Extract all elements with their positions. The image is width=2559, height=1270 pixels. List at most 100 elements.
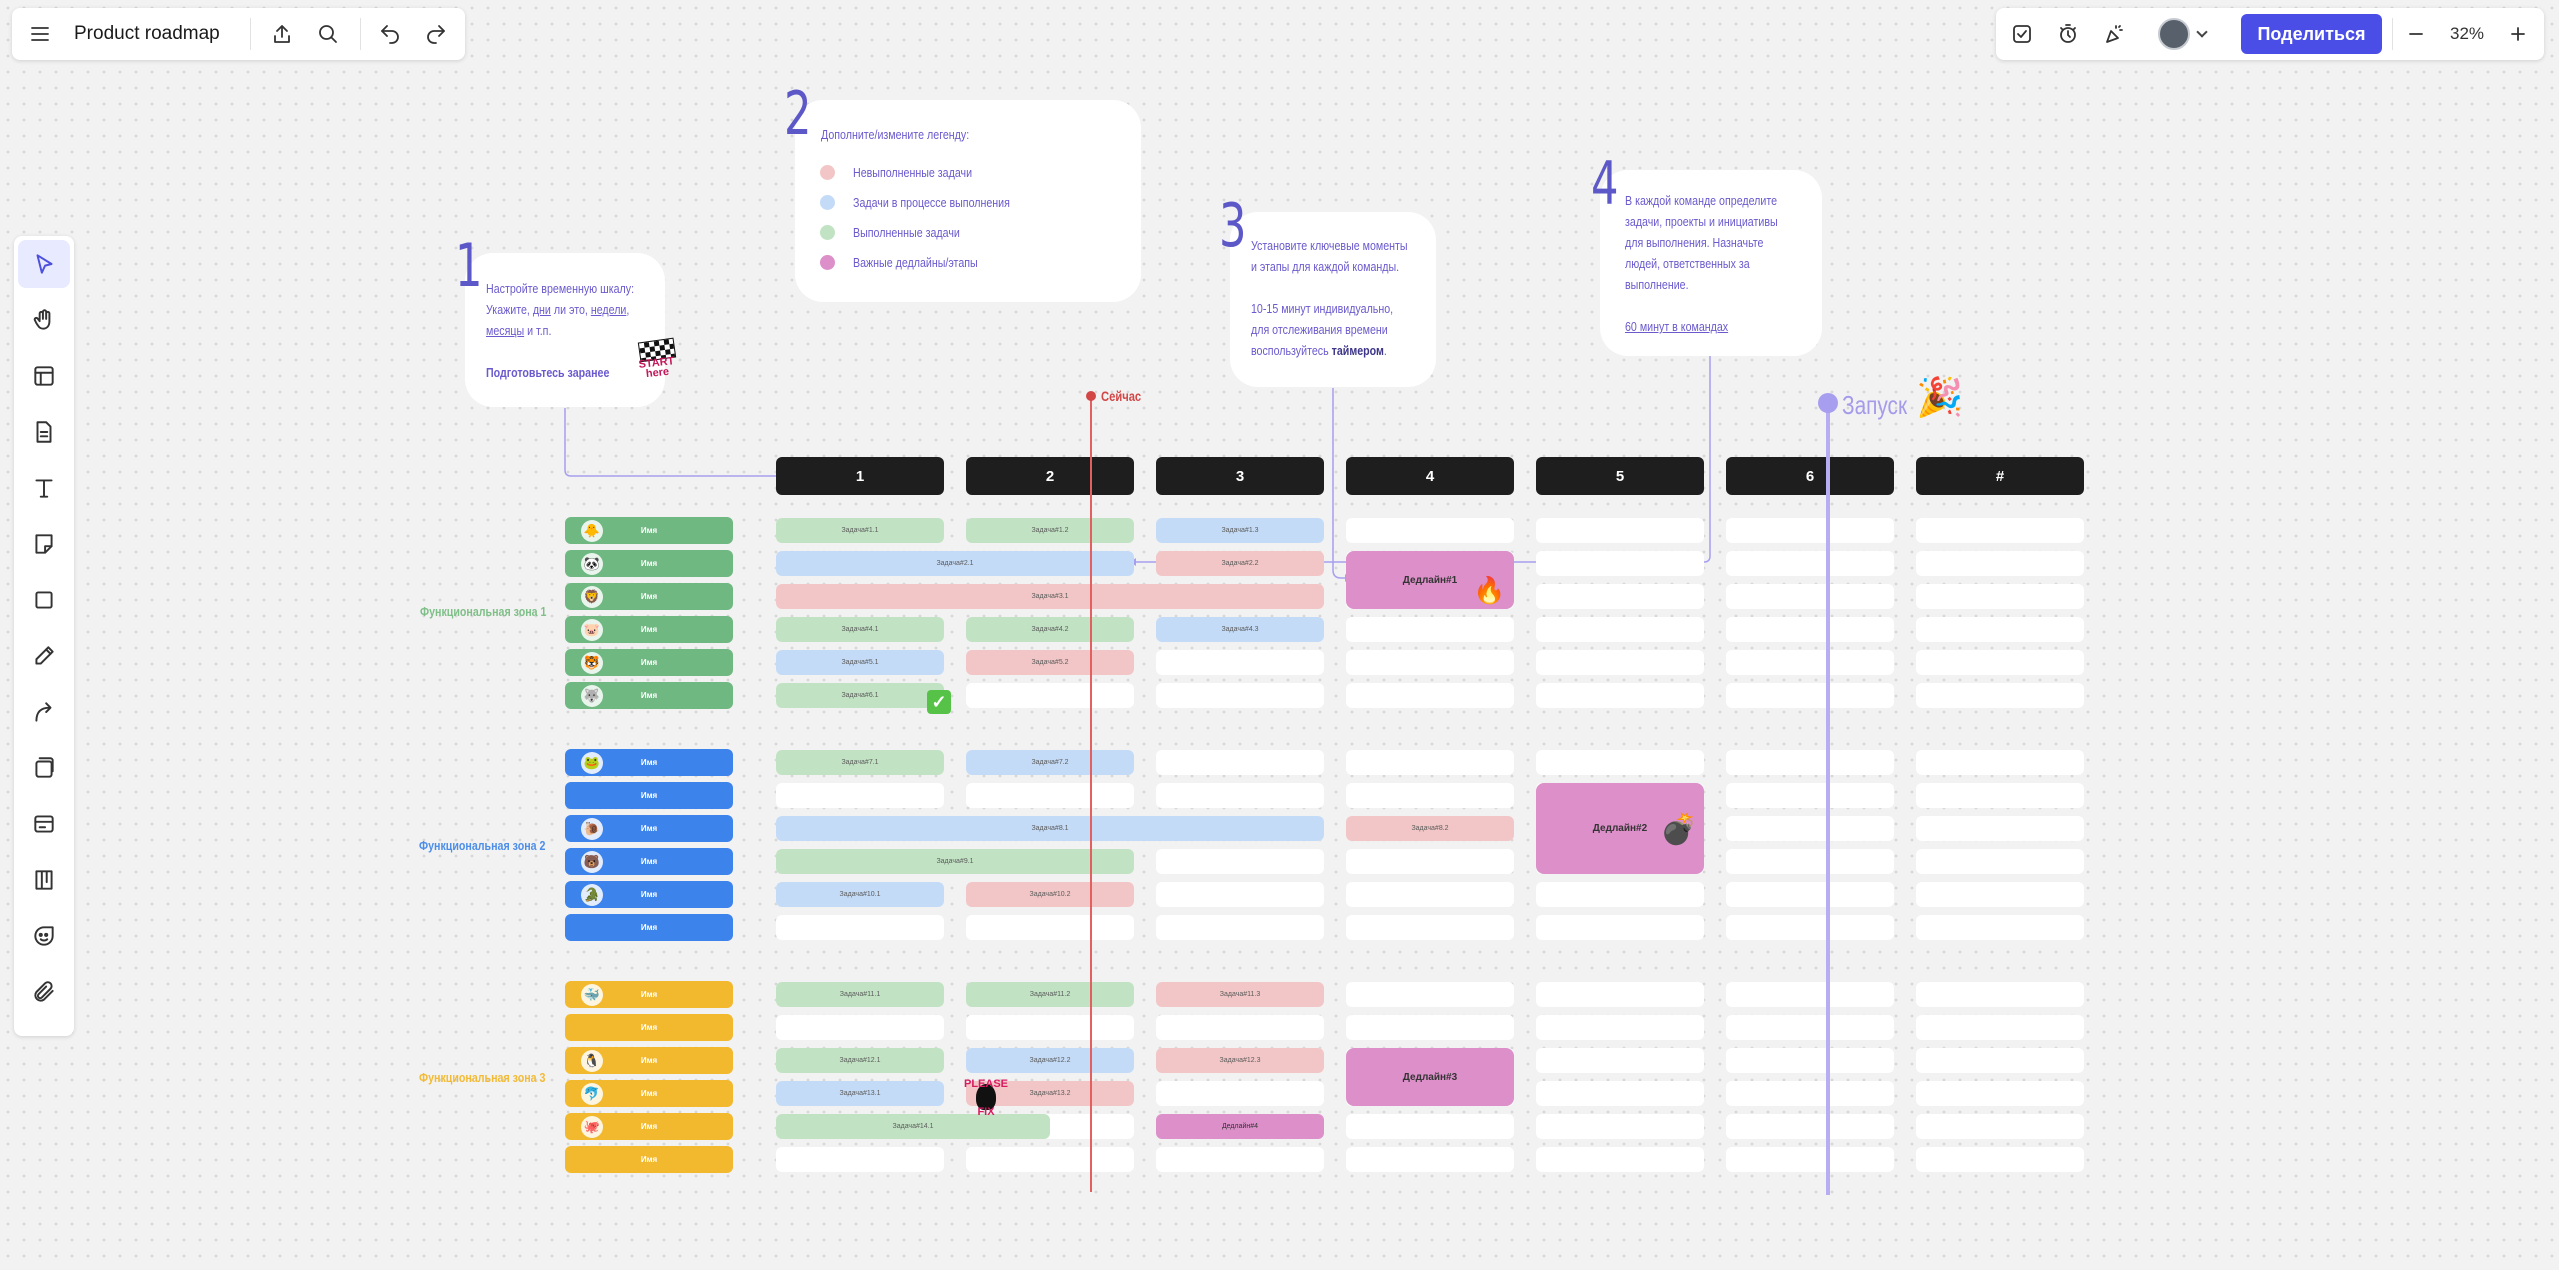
grid-cell[interactable] — [776, 783, 944, 808]
task-bar[interactable]: Задача#11.1 — [776, 982, 944, 1007]
task-bar[interactable]: Задача#11.2 — [966, 982, 1134, 1007]
grid-cell[interactable] — [1726, 617, 1894, 642]
column-header-4[interactable]: 4 — [1346, 457, 1514, 495]
frame-icon[interactable] — [18, 744, 70, 792]
grid-cell[interactable] — [1156, 650, 1324, 675]
task-bar[interactable]: Задача#5.1 — [776, 650, 944, 675]
task-bar[interactable]: Задача#4.1 — [776, 617, 944, 642]
task-bar[interactable]: Задача#7.2 — [966, 750, 1134, 775]
document-icon[interactable] — [18, 408, 70, 456]
grid-cell[interactable] — [1916, 518, 2084, 543]
task-bar[interactable]: Задача#10.2 — [966, 882, 1134, 907]
board-title[interactable]: Product roadmap — [74, 23, 220, 44]
grid-cell[interactable] — [1916, 849, 2084, 874]
sticker-icon[interactable] — [18, 912, 70, 960]
search-icon[interactable] — [310, 16, 346, 52]
task-bar[interactable]: Задача#4.3 — [1156, 617, 1324, 642]
grid-cell[interactable] — [1726, 750, 1894, 775]
grid-cell[interactable] — [1536, 683, 1704, 708]
grid-cell[interactable] — [776, 1015, 944, 1040]
attachment-icon[interactable] — [18, 968, 70, 1016]
grid-cell[interactable] — [1536, 1015, 1704, 1040]
grid-cell[interactable] — [1726, 915, 1894, 940]
grid-cell[interactable] — [1346, 617, 1514, 642]
grid-cell[interactable] — [966, 915, 1134, 940]
grid-cell[interactable] — [1916, 551, 2084, 576]
task-bar[interactable]: Задача#1.2 — [966, 518, 1134, 543]
grid-cell[interactable] — [1726, 1081, 1894, 1106]
grid-cell[interactable] — [1346, 882, 1514, 907]
grid-cell[interactable] — [1916, 915, 2084, 940]
person-row[interactable]: Имя — [565, 1014, 733, 1041]
grid-cell[interactable] — [1916, 1048, 2084, 1073]
grid-cell[interactable] — [1916, 584, 2084, 609]
grid-cell[interactable] — [1726, 1114, 1894, 1139]
grid-cell[interactable] — [1916, 750, 2084, 775]
deadline-card[interactable]: Дедлайн#1 — [1346, 551, 1514, 609]
deadline-bar[interactable]: Дедлайн#4 — [1156, 1114, 1324, 1139]
person-row[interactable]: 🐊Имя — [565, 881, 733, 908]
task-bar[interactable]: Задача#10.1 — [776, 882, 944, 907]
grid-cell[interactable] — [1346, 750, 1514, 775]
grid-cell[interactable] — [776, 1147, 944, 1172]
grid-cell[interactable] — [1346, 783, 1514, 808]
task-bar[interactable]: Задача#6.1 — [776, 683, 944, 708]
person-row[interactable]: 🐧Имя — [565, 1047, 733, 1074]
grid-cell[interactable] — [1916, 1114, 2084, 1139]
task-bar[interactable]: Задача#14.1 — [776, 1114, 1050, 1139]
task-bar[interactable]: Задача#3.1 — [776, 584, 1324, 609]
column-header-7[interactable]: # — [1916, 457, 2084, 495]
card-4-link[interactable]: 60 минут в командах — [1625, 319, 1729, 334]
task-bar[interactable]: Задача#1.3 — [1156, 518, 1324, 543]
grid-cell[interactable] — [1916, 683, 2084, 708]
avatar-menu[interactable] — [2158, 18, 2226, 50]
menu-icon[interactable] — [22, 16, 58, 52]
zoom-level[interactable]: 32% — [2449, 24, 2485, 43]
task-bar[interactable]: Задача#5.2 — [966, 650, 1134, 675]
grid-cell[interactable] — [1536, 518, 1704, 543]
task-bar[interactable]: Задача#8.1 — [776, 816, 1324, 841]
person-row[interactable]: 🐼Имя — [565, 550, 733, 577]
grid-cell[interactable] — [966, 683, 1134, 708]
person-row[interactable]: 🦁Имя — [565, 583, 733, 610]
instruction-card-3[interactable] — [1230, 212, 1436, 387]
task-bar[interactable]: Задача#9.1 — [776, 849, 1134, 874]
grid-cell[interactable] — [1536, 1147, 1704, 1172]
grid-cell[interactable] — [1726, 882, 1894, 907]
grid-cell[interactable] — [1536, 584, 1704, 609]
sticky-note-icon[interactable] — [18, 520, 70, 568]
person-row[interactable]: 🐥Имя — [565, 517, 733, 544]
grid-cell[interactable] — [966, 1147, 1134, 1172]
deadline-card[interactable]: Дедлайн#2 — [1536, 783, 1704, 874]
card-icon[interactable] — [18, 800, 70, 848]
zoom-in-icon[interactable] — [2500, 16, 2536, 52]
grid-cell[interactable] — [1916, 882, 2084, 907]
timer-icon[interactable] — [2050, 16, 2086, 52]
grid-cell[interactable] — [1916, 982, 2084, 1007]
grid-cell[interactable] — [1916, 1081, 2084, 1106]
instruction-card-2[interactable] — [795, 100, 1141, 302]
task-bar[interactable]: Задача#11.3 — [1156, 982, 1324, 1007]
grid-cell[interactable] — [1916, 1147, 2084, 1172]
person-row[interactable]: 🐸Имя — [565, 749, 733, 776]
grid-cell[interactable] — [1156, 1081, 1324, 1106]
text-icon[interactable] — [18, 464, 70, 512]
person-row[interactable]: Имя — [565, 914, 733, 941]
grid-cell[interactable] — [1726, 650, 1894, 675]
person-row[interactable]: 🐻Имя — [565, 848, 733, 875]
grid-cell[interactable] — [1156, 1015, 1324, 1040]
grid-cell[interactable] — [966, 1015, 1134, 1040]
grid-cell[interactable] — [1536, 1048, 1704, 1073]
grid-cell[interactable] — [1346, 518, 1514, 543]
grid-cell[interactable] — [1536, 1081, 1704, 1106]
grid-cell[interactable] — [1726, 1015, 1894, 1040]
shape-icon[interactable] — [18, 576, 70, 624]
task-bar[interactable]: Задача#7.1 — [776, 750, 944, 775]
grid-cell[interactable] — [1726, 783, 1894, 808]
grid-cell[interactable] — [1916, 650, 2084, 675]
task-bar[interactable]: Задача#2.2 — [1156, 551, 1324, 576]
select-tool-icon[interactable] — [18, 240, 70, 288]
export-icon[interactable] — [264, 16, 300, 52]
instruction-card-4[interactable] — [1600, 170, 1822, 356]
task-bar[interactable]: Задача#12.1 — [776, 1048, 944, 1073]
